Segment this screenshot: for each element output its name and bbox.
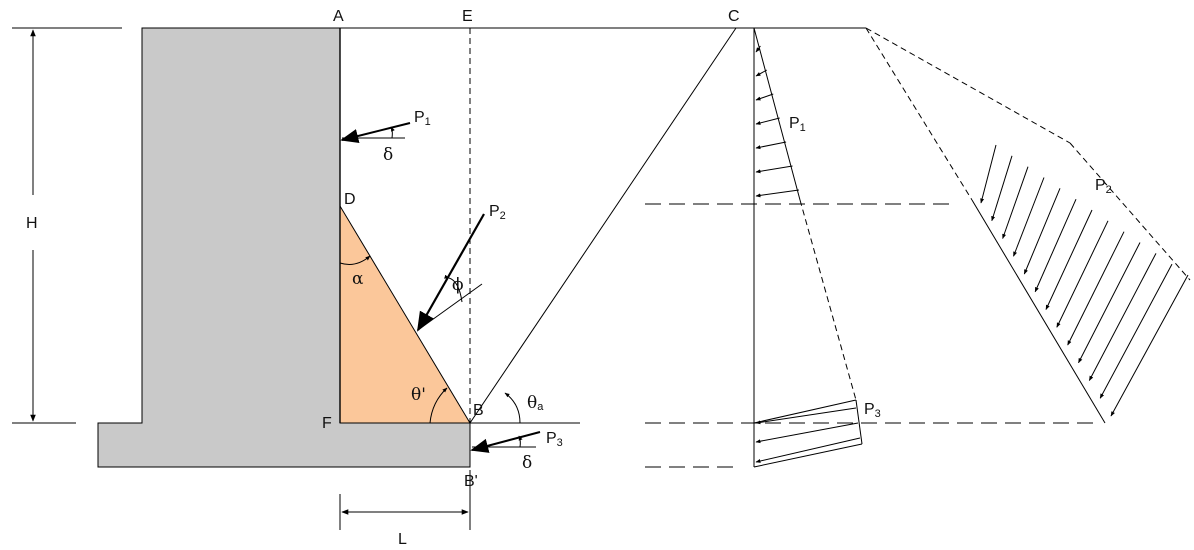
P1-pressure-arrows (755, 45, 799, 198)
label-theta-prime: θ' (411, 385, 426, 405)
P2-pressure-arrow (980, 144, 997, 204)
P2-pressure-right-dashed (865, 27, 1071, 144)
label-F: F (322, 415, 332, 432)
phi-angle-arc (444, 274, 463, 303)
label-theta-a: θa (527, 393, 544, 413)
P2-pressure-arrows (980, 144, 1189, 417)
P2-pressure-arrow (1056, 220, 1109, 328)
P3-pressure-top-edge (753, 399, 857, 424)
label-B-prime: B' (464, 473, 478, 490)
failure-plane-BC (469, 27, 737, 424)
P3-pressure-bottom-edge (753, 443, 863, 468)
label-P1: P1 (414, 109, 431, 128)
P3-pressure-arrow (755, 407, 857, 425)
P2-pressure-arrow (1088, 253, 1157, 381)
P3-pressure-arrows (755, 407, 861, 463)
label-H: H (26, 215, 38, 232)
label-alpha: α (352, 269, 364, 289)
P1-pressure-diagram-edge (753, 27, 801, 201)
P2-pressure-arrow (1013, 177, 1045, 257)
P2-pressure-upper-edge (1069, 142, 1191, 281)
alpha-angle-arc (339, 255, 371, 265)
P1-pressure-arrow (755, 189, 799, 198)
P2-pressure-arrow (1078, 242, 1141, 364)
theta-a-angle-arc (504, 392, 521, 424)
P1-pressure-arrow (755, 117, 780, 125)
label-B: B (473, 402, 484, 419)
P1-pressure-arrow (755, 69, 768, 77)
label-P1-diagram: P1 (789, 115, 806, 134)
P1-pressure-arrow (755, 45, 761, 53)
P2-pressure-arrow (1002, 166, 1029, 239)
label-E: E (462, 8, 473, 25)
theta-prime-angle-arc (429, 387, 448, 424)
label-P2-diagram: P2 (1095, 177, 1112, 196)
P1-pressure-arrow (755, 93, 774, 101)
P2-pressure-arrow (1045, 209, 1093, 310)
P2-pressure-arrow (1110, 274, 1189, 417)
P2-pressure-arrow (1099, 263, 1173, 399)
label-D: D (344, 191, 356, 208)
label-delta-top: δ (383, 145, 393, 165)
label-delta-bottom: δ (522, 453, 532, 473)
label-L: L (398, 531, 407, 548)
P2-pressure-arrow (991, 155, 1013, 222)
soil-wedge (339, 204, 471, 424)
label-phi: ϕ (452, 275, 464, 295)
label-P2: P2 (489, 203, 506, 222)
P1-delta-angle-arc (390, 126, 395, 139)
P3-pressure-right-edge (855, 399, 863, 445)
P1-pressure-arrow (755, 165, 793, 174)
P2-pressure-lower-edge (971, 199, 1106, 424)
P1-pressure-arrow (755, 141, 787, 150)
P3-pressure-arrow (755, 422, 859, 444)
label-A: A (333, 8, 344, 25)
label-P3-diagram: P3 (864, 401, 881, 420)
P1-continuation-dashed (799, 199, 857, 401)
P2-pressure-arrow (1067, 231, 1125, 346)
P2-pressure-arrow (1034, 198, 1077, 293)
P3-delta-angle-arc (518, 435, 523, 448)
P2-pressure-upper-dashed (865, 27, 973, 201)
P3-pressure-arrow (755, 437, 861, 463)
P2-pressure-arrow (1023, 188, 1061, 275)
P1-force-arrow (340, 122, 411, 144)
P2-force-arrow (417, 213, 485, 332)
P2-normal-line (417, 283, 483, 331)
label-C: C (728, 8, 740, 25)
label-P3: P3 (546, 430, 563, 449)
